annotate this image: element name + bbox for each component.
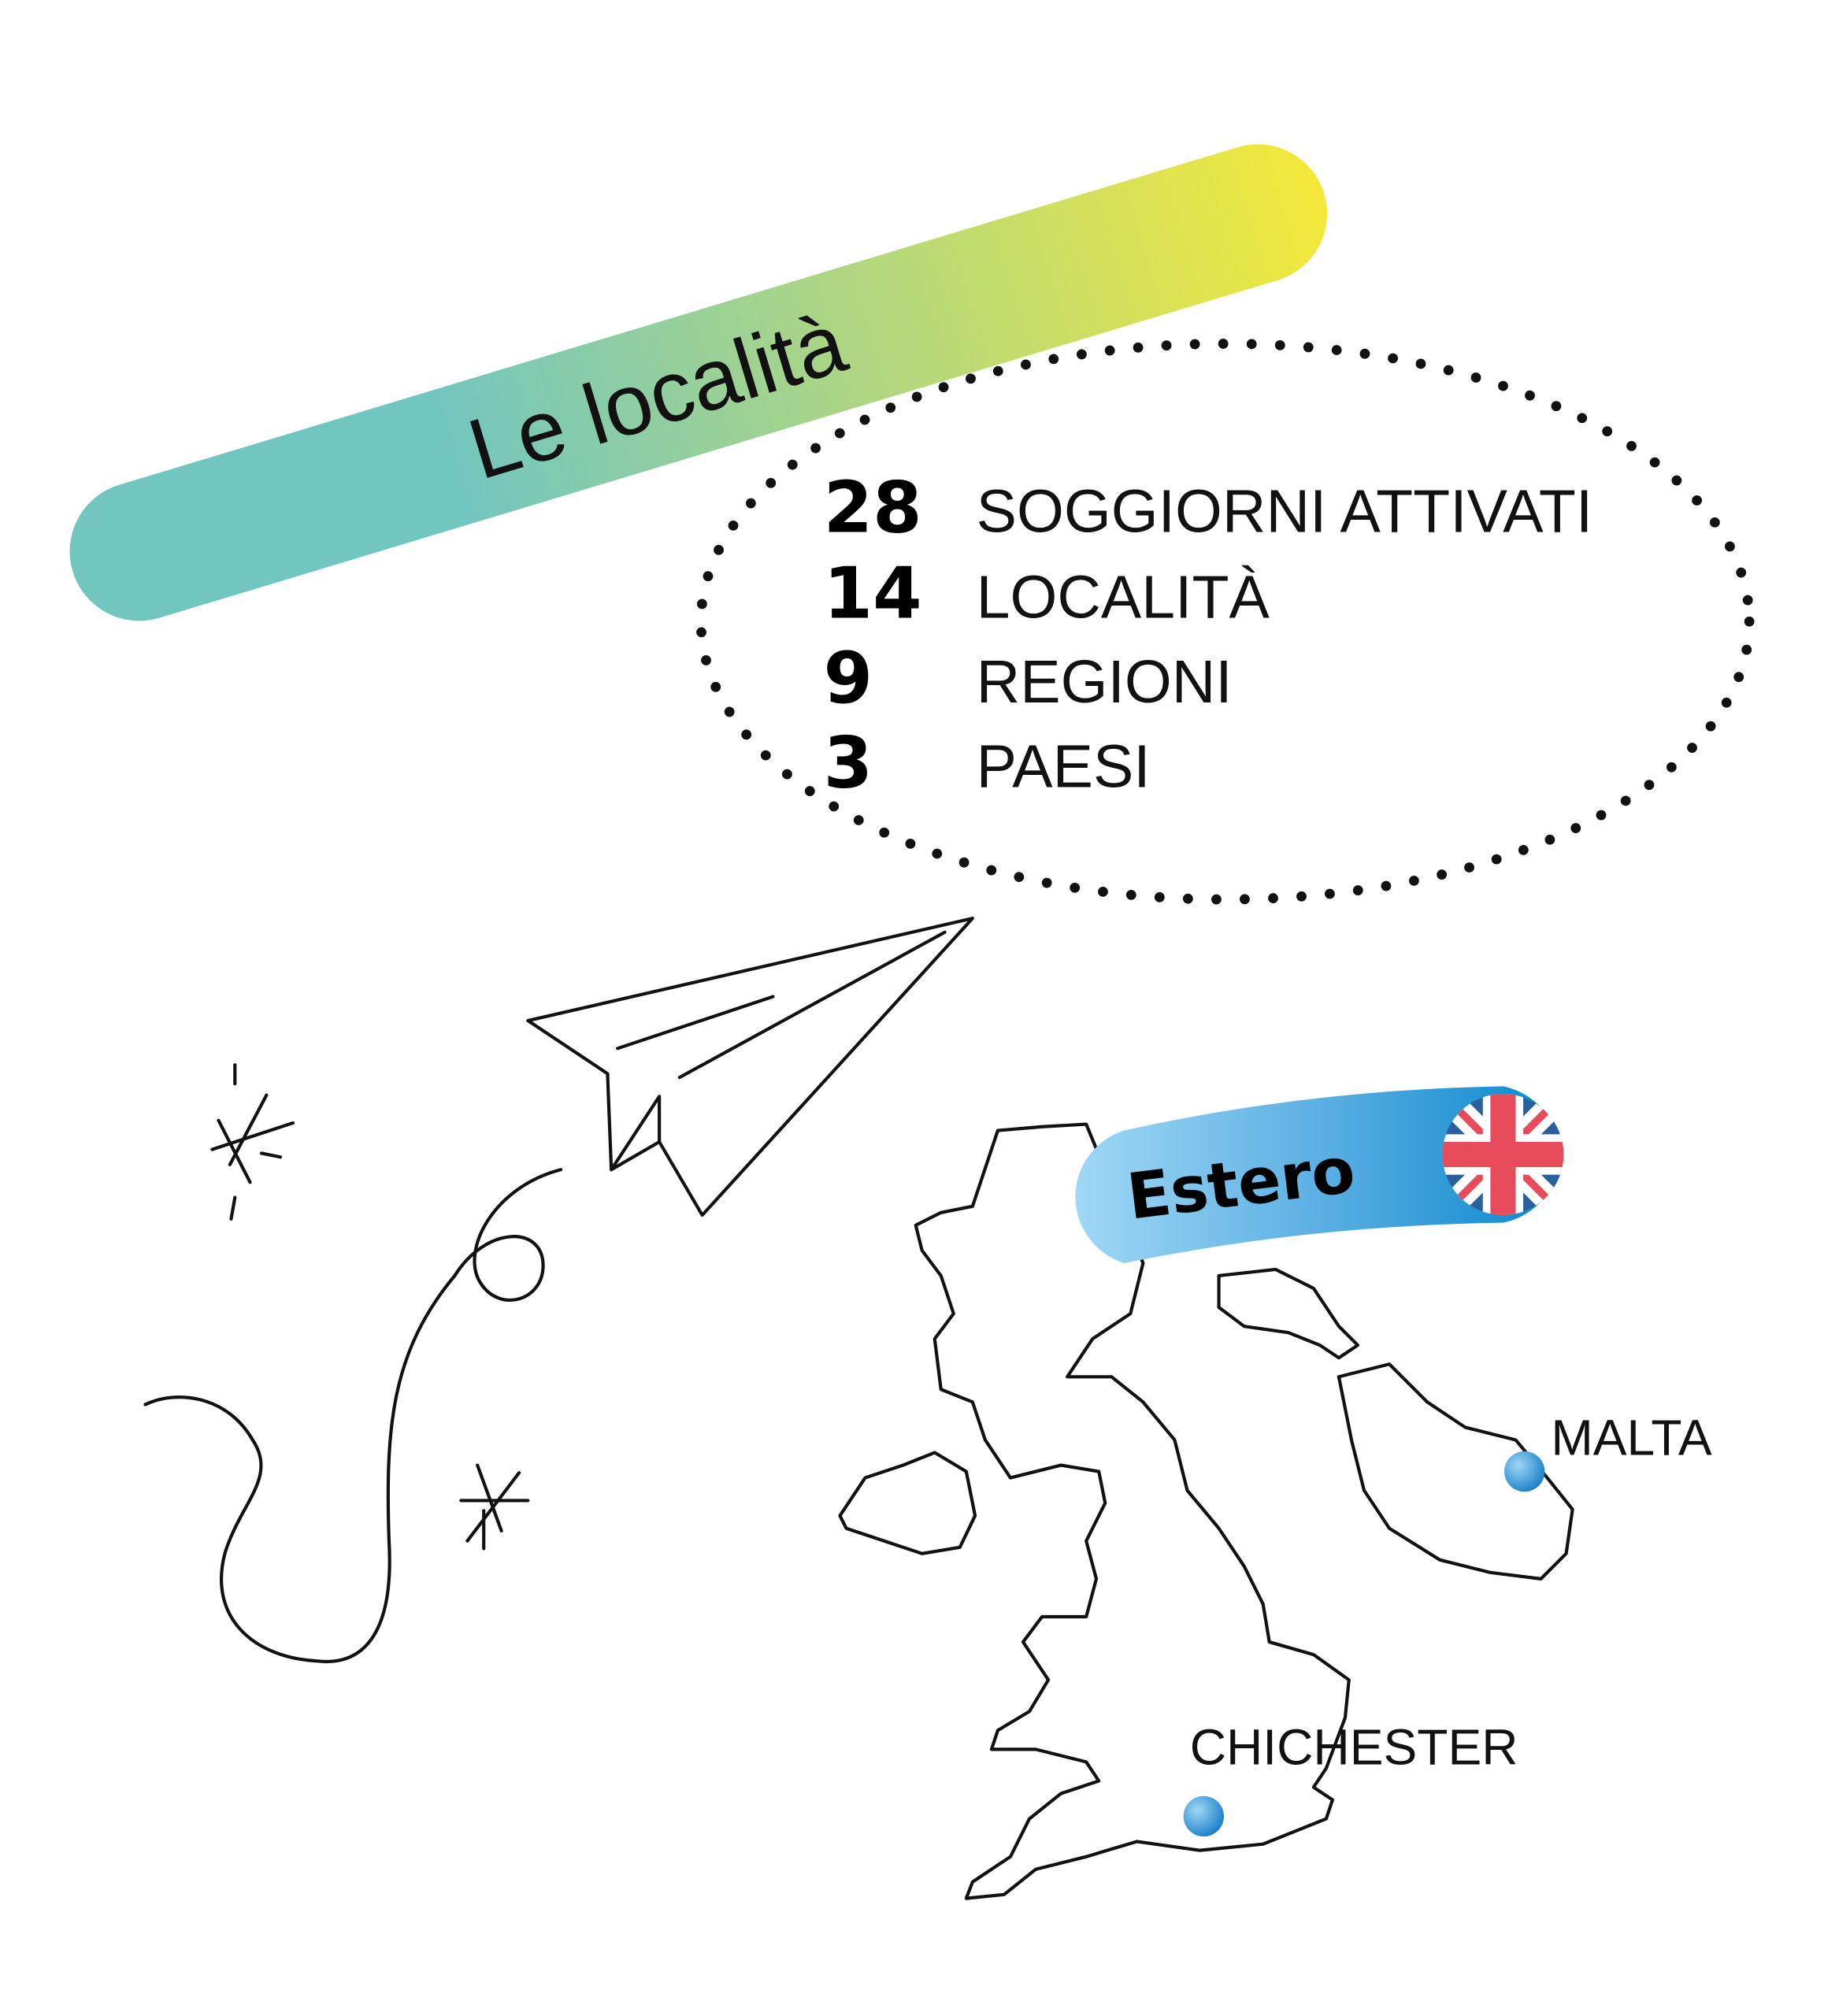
estero-band-shape <box>1075 1086 1559 1263</box>
location-label-malta: MALTA <box>1551 1410 1712 1466</box>
stat-number: 3 <box>824 722 873 804</box>
stats-list: 28 SOGGIORNI ATTIVATI 14 LOCALITÀ 9 REGI… <box>824 467 1593 804</box>
stat-number: 9 <box>824 638 873 720</box>
location-marker-chichester[interactable] <box>1183 1796 1224 1837</box>
sparkle-icon <box>459 1463 530 1551</box>
stat-label: LOCALITÀ <box>977 563 1270 631</box>
stat-label: PAESI <box>977 732 1151 800</box>
stat-number: 28 <box>824 467 922 549</box>
sparkle-icon <box>210 1063 295 1221</box>
uk-flag-icon <box>1442 1094 1564 1216</box>
stat-number: 14 <box>824 553 922 635</box>
location-label-chichester: CHICHESTER <box>1190 1719 1518 1776</box>
title-banner: Le località <box>69 144 1328 621</box>
location-marker-malta[interactable] <box>1504 1451 1545 1492</box>
paper-plane-icon <box>143 917 974 1664</box>
malta-map <box>1217 1267 1574 1581</box>
stats-dotted-ellipse <box>695 339 1755 905</box>
stat-label: REGIONI <box>977 648 1233 716</box>
uk-map <box>838 1122 1351 1900</box>
title-band-shape <box>69 144 1328 621</box>
estero-banner: Estero <box>1075 1086 1564 1263</box>
stat-label: SOGGIORNI ATTIVATI <box>977 477 1593 545</box>
